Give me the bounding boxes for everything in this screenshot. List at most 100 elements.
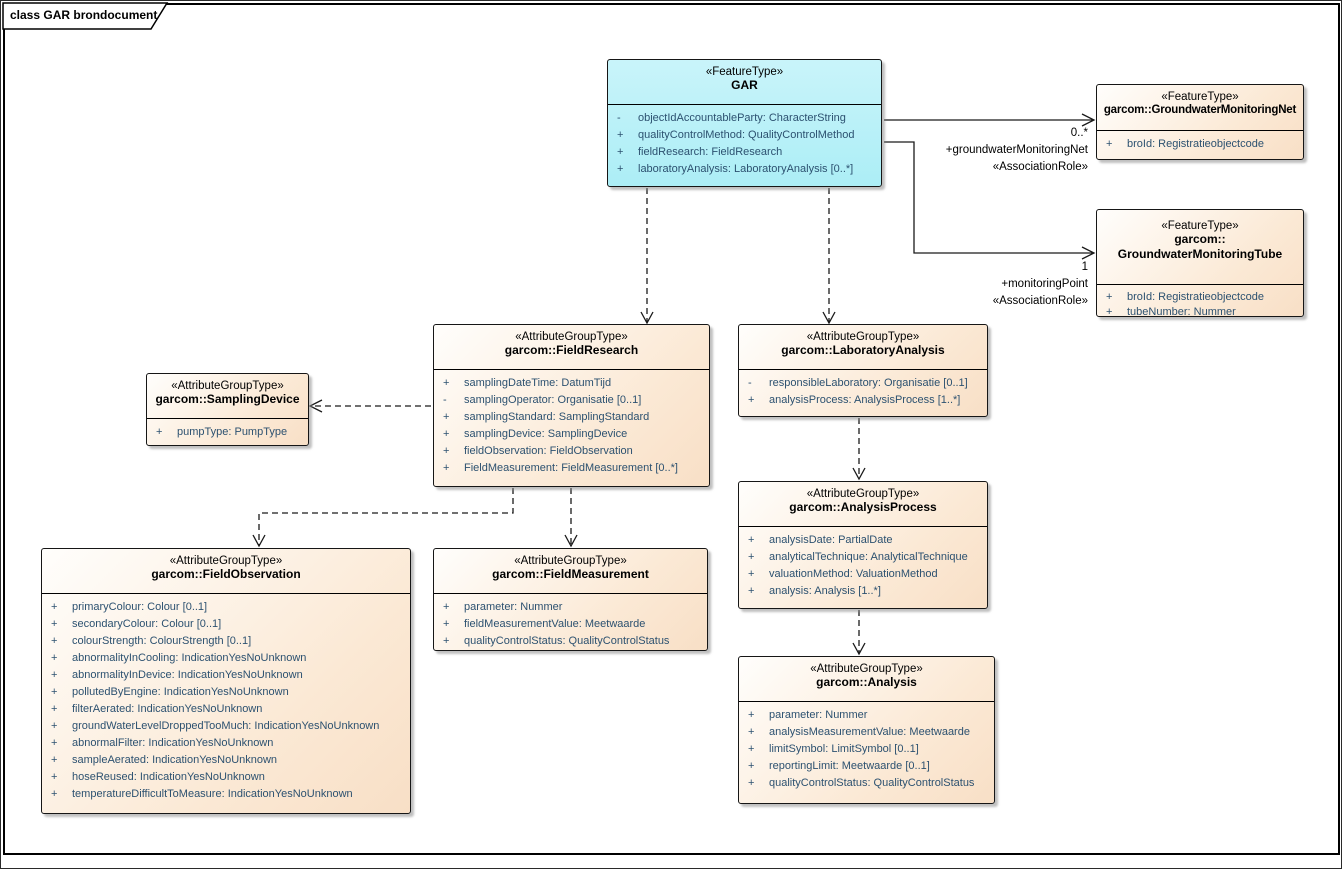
connector-fieldresearch-fieldobservation[interactable] xyxy=(252,488,514,548)
attribute-text: reportingLimit: Meetwaarde [0..1] xyxy=(769,760,930,772)
stereotype-label: «AttributeGroupType» xyxy=(515,331,628,343)
attribute-row: + samplingStandard: SamplingStandard xyxy=(434,409,709,426)
attribute-row: + secondaryColour: Colour [0..1] xyxy=(42,616,410,633)
visibility-sign: + xyxy=(1106,138,1113,150)
stereotype-label: «AttributeGroupType» xyxy=(169,555,283,567)
attribute-text: colourStrength: ColourStrength [0..1] xyxy=(72,635,252,647)
attribute-text: fieldResearch: FieldResearch xyxy=(638,146,783,158)
visibility-sign: + xyxy=(748,777,755,789)
class-header: «AttributeGroupType» garcom::FieldResear… xyxy=(434,325,709,370)
attribute-row: + sampleAerated: IndicationYesNoUnknown xyxy=(42,752,410,769)
attribute-list: + parameter: Nummer + fieldMeasurementVa… xyxy=(434,594,707,650)
connector-analysisprocess-analysis[interactable] xyxy=(852,610,866,656)
stereotype-label: «FeatureType» xyxy=(705,66,784,78)
visibility-sign: + xyxy=(51,669,58,681)
class-analysis[interactable]: «AttributeGroupType» garcom::Analysis + … xyxy=(738,656,995,804)
attribute-row: + fieldMeasurementValue: Meetwaarde xyxy=(434,616,707,633)
attribute-row: + broId: Registratieobjectcode xyxy=(1097,136,1303,153)
association-stereotype-label: «AssociationRole» xyxy=(992,161,1088,173)
class-name: garcom::LaboratoryAnalysis xyxy=(781,343,945,357)
class-name: GAR xyxy=(731,78,758,92)
connector-laboratoryanalysis-analysisprocess[interactable] xyxy=(852,418,866,481)
visibility-sign: + xyxy=(1106,291,1113,303)
class-fieldobservation[interactable]: «AttributeGroupType» garcom::FieldObserv… xyxy=(41,548,411,814)
attribute-list: - responsibleLaboratory: Organisatie [0.… xyxy=(739,370,987,416)
connector-fieldresearch-fieldmeasurement[interactable] xyxy=(564,488,578,548)
attribute-row: + pumpType: PumpType xyxy=(147,424,308,441)
visibility-sign: + xyxy=(443,618,450,630)
attribute-row: + valuationMethod: ValuationMethod xyxy=(739,566,987,583)
attribute-row: + tubeNumber: Nummer xyxy=(1097,305,1303,316)
attribute-text: analysisMeasurementValue: Meetwaarde xyxy=(769,726,970,738)
attribute-text: abnormalFilter: IndicationYesNoUnknown xyxy=(72,737,274,749)
attribute-row: + reportingLimit: Meetwaarde [0..1] xyxy=(739,758,994,775)
class-analysisprocess[interactable]: «AttributeGroupType» garcom::AnalysisPro… xyxy=(738,481,988,609)
attribute-row: + analyticalTechnique: AnalyticalTechniq… xyxy=(739,549,987,566)
stereotype-label: «AttributeGroupType» xyxy=(810,663,923,675)
class-gar[interactable]: «FeatureType» GAR - objectIdAccountableP… xyxy=(607,59,882,187)
class-header: «AttributeGroupType» garcom::LaboratoryA… xyxy=(739,325,987,370)
attribute-text: samplingStandard: SamplingStandard xyxy=(464,411,650,423)
attribute-text: qualityControlStatus: QualityControlStat… xyxy=(769,777,975,789)
connector-gar-fieldresearch[interactable] xyxy=(640,188,654,325)
attribute-row: + samplingDateTime: DatumTijd xyxy=(434,375,709,392)
class-samplingdevice[interactable]: «AttributeGroupType» garcom::SamplingDev… xyxy=(146,373,309,446)
attribute-text: samplingDateTime: DatumTijd xyxy=(464,377,612,389)
stereotype-label: «FeatureType» xyxy=(1161,91,1239,103)
attribute-text: responsibleLaboratory: Organisatie [0..1… xyxy=(769,377,968,389)
class-header: «AttributeGroupType» garcom::AnalysisPro… xyxy=(739,482,987,527)
attribute-text: valuationMethod: ValuationMethod xyxy=(769,568,938,580)
visibility-sign: + xyxy=(51,720,58,732)
visibility-sign: + xyxy=(1106,306,1113,316)
attribute-list: + samplingDateTime: DatumTijd - sampling… xyxy=(434,370,709,486)
association-labels-monitoringpoint: 1 +monitoringPoint «AssociationRole» xyxy=(866,259,1088,310)
attribute-text: samplingDevice: SamplingDevice xyxy=(464,428,628,440)
attribute-row: - objectIdAccountableParty: CharacterStr… xyxy=(608,110,881,127)
connector-gar-monitoringtube[interactable] xyxy=(884,141,1096,260)
visibility-sign: + xyxy=(51,754,58,766)
attribute-text: temperatureDifficultToMeasure: Indicatio… xyxy=(72,788,353,800)
visibility-sign: + xyxy=(748,534,755,546)
association-stereotype-label: «AssociationRole» xyxy=(992,295,1088,307)
attribute-row: + analysisProcess: AnalysisProcess [1..*… xyxy=(739,392,987,409)
attribute-text: objectIdAccountableParty: CharacterStrin… xyxy=(638,112,846,124)
class-fieldmeasurement[interactable]: «AttributeGroupType» garcom::FieldMeasur… xyxy=(433,548,708,651)
connector-gar-monitoringnet[interactable] xyxy=(884,113,1096,127)
visibility-sign: + xyxy=(748,568,755,580)
attribute-row: + FieldMeasurement: FieldMeasurement [0.… xyxy=(434,460,709,477)
visibility-sign: + xyxy=(443,462,450,474)
class-fieldresearch[interactable]: «AttributeGroupType» garcom::FieldResear… xyxy=(433,324,710,487)
class-name: garcom::Analysis xyxy=(816,675,917,689)
class-header: «AttributeGroupType» garcom::Analysis xyxy=(739,657,994,702)
attribute-text: qualityControlStatus: QualityControlStat… xyxy=(464,635,670,647)
stereotype-label: «AttributeGroupType» xyxy=(806,488,920,500)
attribute-text: samplingOperator: Organisatie [0..1] xyxy=(464,394,642,406)
visibility-sign: + xyxy=(51,788,58,800)
connector-gar-laboratoryanalysis[interactable] xyxy=(822,188,836,325)
multiplicity-label: 1 xyxy=(1081,261,1088,273)
attribute-row: - responsibleLaboratory: Organisatie [0.… xyxy=(739,375,987,392)
class-laboratoryanalysis[interactable]: «AttributeGroupType» garcom::LaboratoryA… xyxy=(738,324,988,417)
attribute-text: groundWaterLevelDroppedTooMuch: Indicati… xyxy=(72,720,380,732)
attribute-text: pumpType: PumpType xyxy=(177,426,288,438)
connector-fieldresearch-samplingdevice[interactable] xyxy=(308,399,431,413)
visibility-sign: + xyxy=(443,411,450,423)
attribute-row: + qualityControlStatus: QualityControlSt… xyxy=(739,775,994,792)
visibility-sign: + xyxy=(51,686,58,698)
class-name: garcom::SamplingDevice xyxy=(155,392,300,406)
visibility-sign: + xyxy=(748,394,755,406)
stereotype-label: «AttributeGroupType» xyxy=(806,331,920,343)
attribute-text: abnormalityInCooling: IndicationYesNoUnk… xyxy=(72,652,307,664)
class-groundwatermonitoringtube[interactable]: «FeatureType» garcom:: GroundwaterMonito… xyxy=(1096,209,1304,317)
attribute-row: + abnormalityInDevice: IndicationYesNoUn… xyxy=(42,667,410,684)
role-label: +groundwaterMonitoringNet xyxy=(945,144,1088,156)
class-groundwatermonitoringnet[interactable]: «FeatureType» garcom::GroundwaterMonitor… xyxy=(1096,84,1304,160)
class-header: «FeatureType» garcom:: GroundwaterMonito… xyxy=(1097,210,1303,285)
attribute-row: + abnormalFilter: IndicationYesNoUnknown xyxy=(42,735,410,752)
class-name: garcom::FieldObservation xyxy=(151,567,301,581)
visibility-sign: + xyxy=(617,146,624,158)
class-header: «FeatureType» garcom::GroundwaterMonitor… xyxy=(1097,85,1303,131)
visibility-sign: + xyxy=(51,618,58,630)
attribute-row: + broId: Registratieobjectcode xyxy=(1097,290,1303,305)
